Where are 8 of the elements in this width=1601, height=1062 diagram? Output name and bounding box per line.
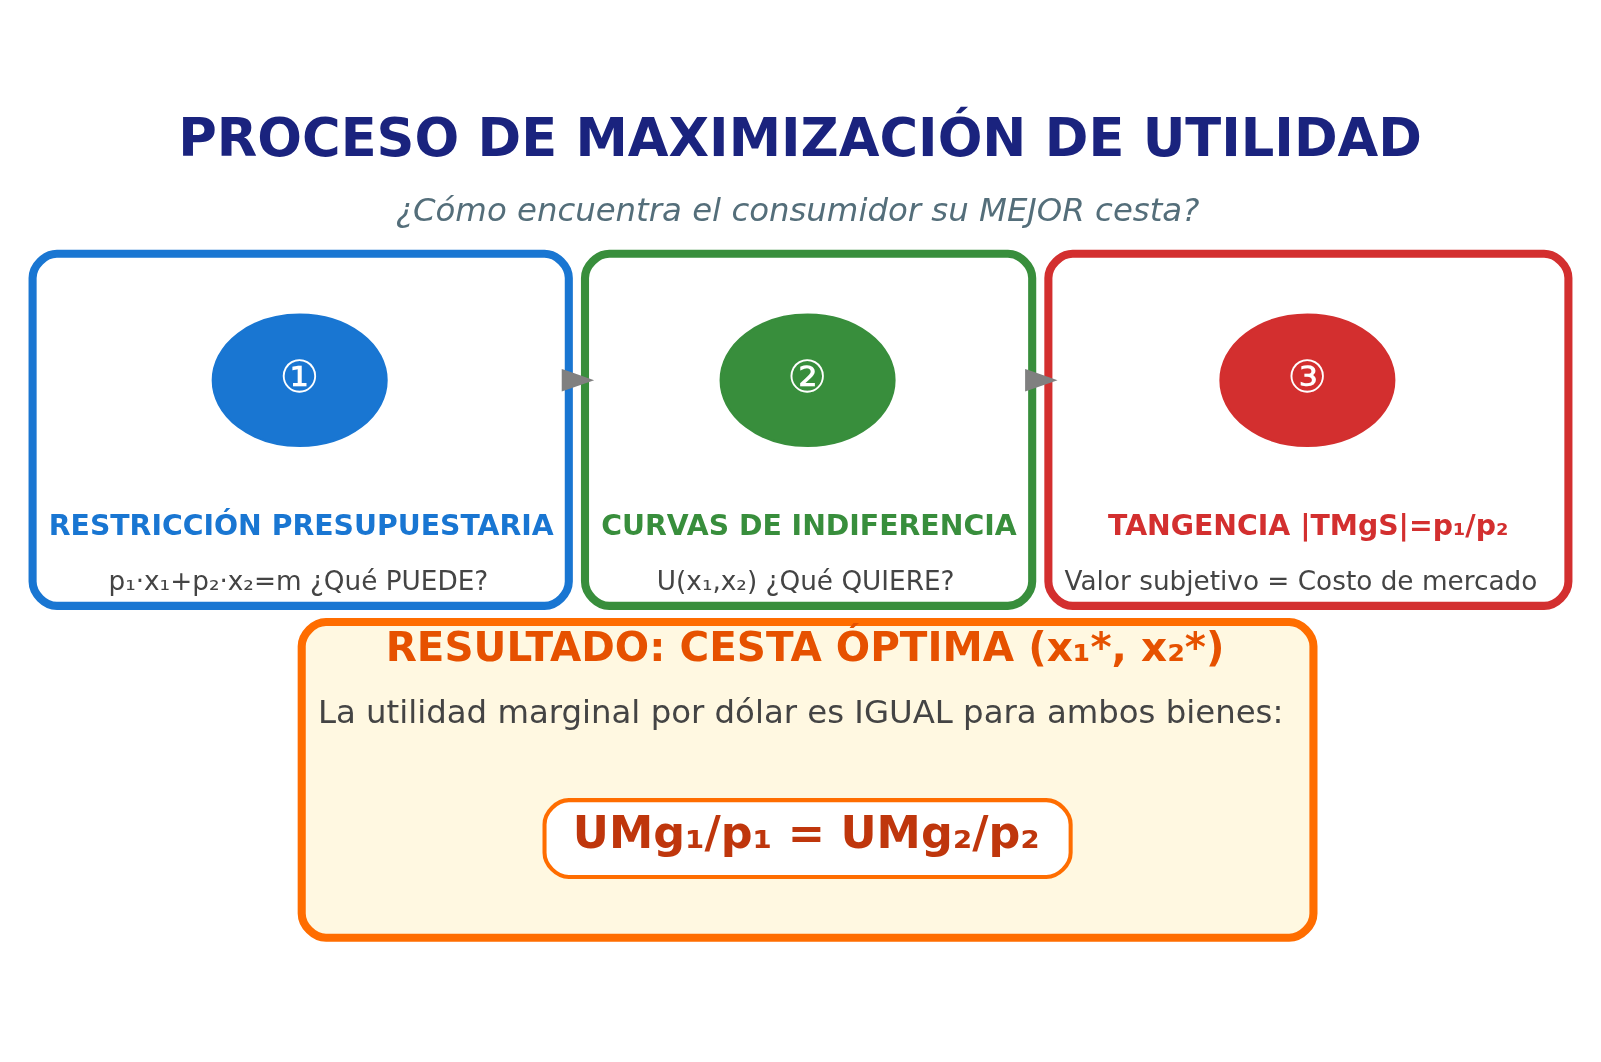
node-ellipse: ③ — [1219, 313, 1396, 447]
arrow — [1025, 368, 1058, 392]
diagram-title: PROCESO DE MAXIMIZACIÓN DE UTILIDAD — [178, 107, 1422, 169]
arrow — [561, 368, 595, 392]
caption: ¿Cómo encuentra el consumidor su MEJOR cesta? — [395, 191, 1200, 229]
node-box: UMg₁/p₁ = UMg₂/p₂ — [542, 798, 1073, 880]
node-ellipse: ② — [719, 313, 896, 447]
node-ellipse: ① — [211, 313, 388, 447]
